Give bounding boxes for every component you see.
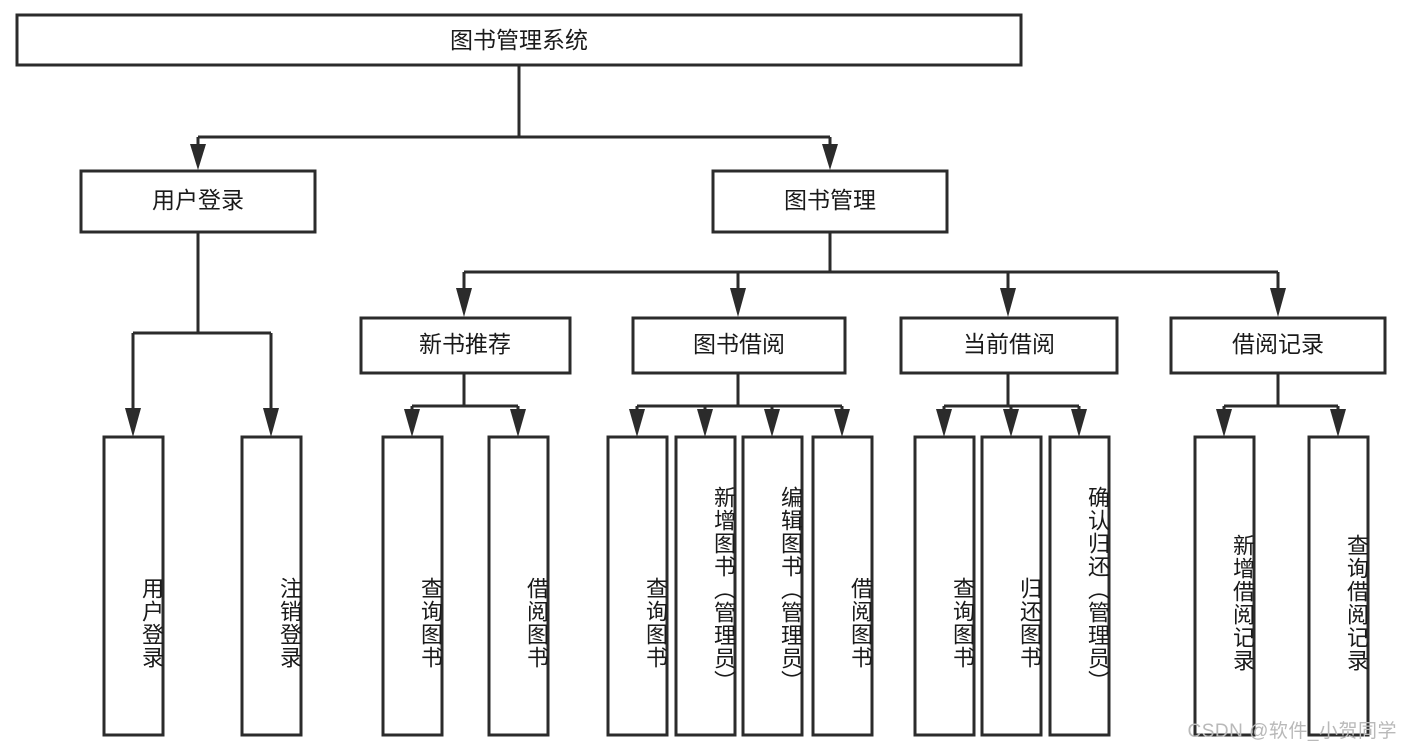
node-new-book-recommend-box[interactable]	[359, 316, 572, 375]
node-leaf-query-book-3-box[interactable]	[913, 435, 976, 737]
node-user-login-box[interactable]	[79, 169, 317, 234]
arrow-to-leaf-query-book-3	[936, 409, 952, 437]
node-leaf-borrow-book-2-box[interactable]	[811, 435, 874, 737]
node-new-book-recommend-label: 新书推荐	[419, 331, 511, 357]
node-root-label: 图书管理系统	[450, 27, 588, 53]
node-leaf-return-book-box[interactable]	[980, 435, 1043, 737]
node-leaf-user-login-box[interactable]	[102, 435, 165, 737]
node-leaf-edit-book-box[interactable]	[741, 435, 804, 737]
arrow-to-leaf-add-record	[1216, 409, 1232, 437]
arrow-to-current-borrow	[1000, 288, 1016, 317]
arrow-to-leaf-return-book	[1003, 409, 1019, 437]
node-leaf-query-book-2-box[interactable]	[606, 435, 669, 737]
node-leaf-query-book-1-box[interactable]	[381, 435, 444, 737]
csdn-watermark: CSDN @软件_小贺同学	[1187, 721, 1397, 742]
nodes-group: 图书管理系统 用户登录 图书管理 新书推荐 图书借阅 当前借阅 借阅记录	[15, 13, 1387, 737]
node-leaf-user-logout-box[interactable]	[240, 435, 303, 737]
node-user-login-label: 用户登录	[152, 187, 244, 213]
arrow-to-leaf-add-book	[697, 409, 713, 437]
arrow-to-leaf-borrow-book-2	[834, 409, 850, 437]
node-borrow-record-label: 借阅记录	[1232, 331, 1324, 357]
arrow-to-leaf-query-book-1	[404, 409, 420, 437]
node-leaf-query-record-box[interactable]	[1307, 435, 1370, 737]
node-leaf-confirm-return-box[interactable]	[1048, 435, 1111, 737]
node-leaf-add-record-box[interactable]	[1193, 435, 1256, 737]
node-leaf-add-book-box[interactable]	[674, 435, 737, 737]
arrow-to-leaf-user-logout	[263, 408, 279, 437]
arrow-to-new-book-recommend	[456, 288, 472, 317]
arrow-to-leaf-confirm-return	[1071, 409, 1087, 437]
arrow-to-leaf-user-login	[125, 408, 141, 437]
connectors-group	[125, 66, 1346, 437]
node-root-box[interactable]	[15, 13, 1023, 67]
node-leaf-borrow-book-1-box[interactable]	[487, 435, 550, 737]
arrow-to-leaf-edit-book	[764, 409, 780, 437]
arrow-to-book-manage	[822, 144, 838, 170]
arrow-to-user-login	[190, 144, 206, 170]
arrow-to-leaf-borrow-book-1	[510, 409, 526, 437]
node-book-manage-label: 图书管理	[784, 187, 876, 213]
node-book-manage-box[interactable]	[711, 169, 949, 234]
arrow-to-book-borrow	[730, 288, 746, 317]
arrow-to-borrow-record	[1270, 288, 1286, 317]
arrow-to-leaf-query-book-2	[629, 409, 645, 437]
arrow-to-leaf-query-record	[1330, 409, 1346, 437]
node-current-borrow-label: 当前借阅	[963, 331, 1055, 357]
node-book-borrow-label: 图书借阅	[693, 331, 785, 357]
node-borrow-record-box[interactable]	[1169, 316, 1387, 375]
node-current-borrow-box[interactable]	[899, 316, 1119, 375]
node-book-borrow-box[interactable]	[631, 316, 847, 375]
